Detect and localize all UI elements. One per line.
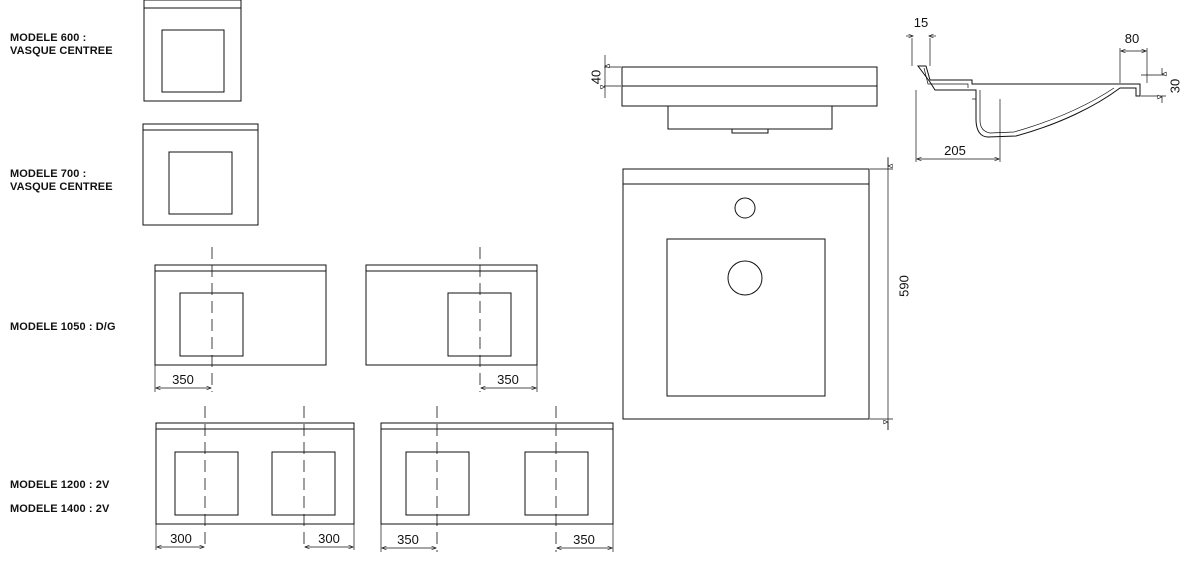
tap-hole xyxy=(734,197,756,219)
model-1050-right-basin xyxy=(447,292,512,357)
model-1050-left-dim: 350 xyxy=(172,372,194,387)
model-600-label: MODELE 600 : VASQUE CENTREE xyxy=(10,32,113,58)
drain-outlet xyxy=(731,128,769,134)
top-view-basin xyxy=(666,238,826,397)
model-1200-label: MODELE 1200 : 2V xyxy=(10,479,110,491)
model-1400-basin-right xyxy=(524,451,589,516)
top-depth-dim: 590 xyxy=(896,275,911,297)
model-700-vanity xyxy=(142,123,259,226)
model-1400-label: MODELE 1400 : 2V xyxy=(10,503,110,515)
model-600-line2: VASQUE CENTREE xyxy=(10,45,113,57)
section-rim-dim: 15 xyxy=(914,15,928,30)
top-view: 590 xyxy=(622,157,911,430)
section-lip-dim: 30 xyxy=(1167,79,1182,93)
model-1400-basin-left xyxy=(405,451,470,516)
model-1050-left-basin xyxy=(179,292,244,357)
section-drain-dim: 205 xyxy=(944,143,966,158)
section-edge-dim: 80 xyxy=(1125,31,1139,46)
model-700-line1: MODELE 700 : xyxy=(10,168,87,180)
model-700-line2: VASQUE CENTREE xyxy=(10,181,113,193)
model-1050-right-dim: 350 xyxy=(497,372,519,387)
model-1200-right-dim: 300 xyxy=(318,531,340,546)
model-600-line1: MODELE 600 : xyxy=(10,32,87,44)
model-1200-left-dim: 300 xyxy=(170,531,192,546)
model-1400-left-dim: 350 xyxy=(397,532,419,547)
model-1200-vanity: 300 300 xyxy=(155,406,355,550)
model-1050-right-vanity: 350 xyxy=(365,247,538,392)
model-1200-basin-right xyxy=(271,451,336,516)
basin-underside xyxy=(667,105,833,130)
model-1050-label: MODELE 1050 : D/G xyxy=(10,321,116,333)
model-1050-left-vanity: 350 xyxy=(154,247,327,392)
model-600-basin xyxy=(161,29,225,93)
model-700-label: MODELE 700 : VASQUE CENTREE xyxy=(10,168,113,194)
section-profile xyxy=(917,65,1141,138)
front-thickness-dim: 40 xyxy=(588,70,603,84)
front-elevation: 40 xyxy=(588,55,878,134)
model-1200-basin-left xyxy=(174,451,239,516)
cross-section: 205 15 80 30 xyxy=(906,15,1182,162)
drain-hole xyxy=(727,260,763,296)
model-1400-vanity: 350 350 xyxy=(380,406,614,552)
model-1400-right-dim: 350 xyxy=(573,532,595,547)
model-700-basin xyxy=(168,151,233,215)
model-600-vanity xyxy=(143,0,242,102)
